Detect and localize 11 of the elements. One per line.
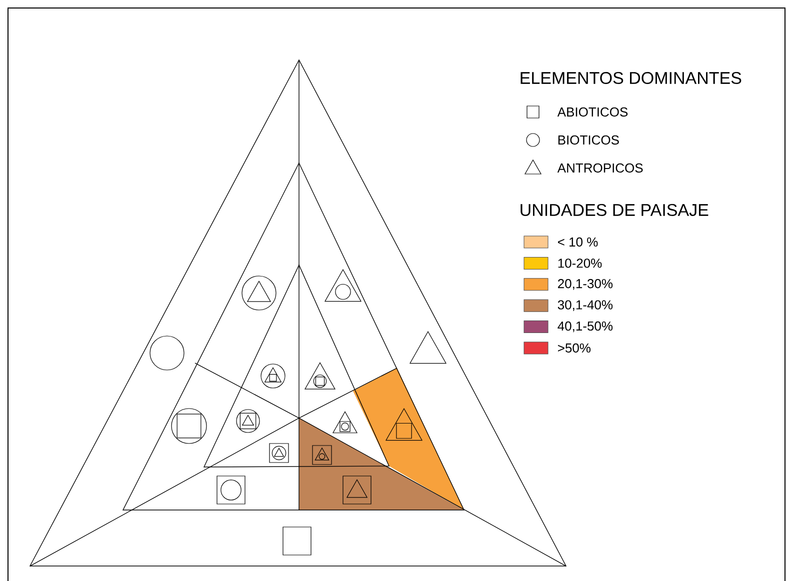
legend-text: ABIOTICOS bbox=[557, 107, 628, 117]
legend-text: BIOTICOS bbox=[558, 135, 619, 145]
legend-text: 10-20% bbox=[558, 258, 602, 268]
legend-text: 40,1-50% bbox=[558, 321, 613, 332]
legend-heading: UNIDADES DE PAISAJE bbox=[520, 204, 708, 216]
legend-heading: ELEMENTOS DOMINANTES bbox=[520, 72, 742, 84]
legend-text: 20,1-30% bbox=[558, 279, 613, 290]
legend-text: >50% bbox=[558, 343, 590, 353]
legend-text: ANTROPICOS bbox=[557, 163, 643, 173]
legend-text: 30,1-40% bbox=[558, 300, 613, 311]
legend-text: < 10 % bbox=[558, 237, 598, 247]
